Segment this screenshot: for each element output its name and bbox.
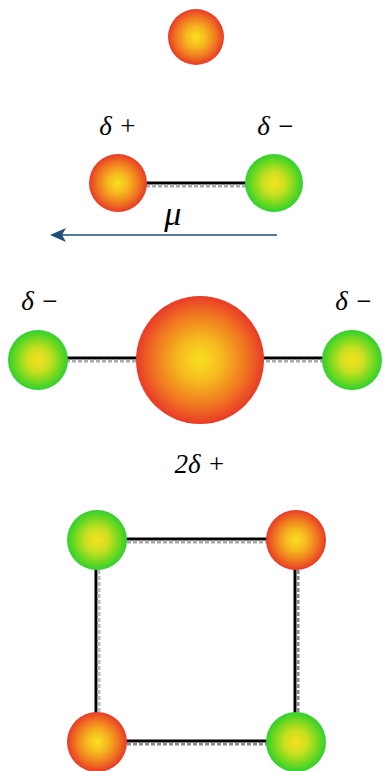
atom [89,154,147,212]
atom [322,330,382,390]
partial-charge: 2δ + [174,451,225,478]
partial-charge: δ − [335,288,373,315]
atom [8,330,68,390]
atom [67,510,127,570]
atom [266,712,326,771]
dipole-arrow [50,228,277,242]
partial-charge: δ − [257,113,295,140]
atom [136,296,264,424]
atom [245,154,303,212]
atom [67,712,127,771]
partial-charge: δ + [99,113,137,140]
dipole-symbol: μ⃗ [164,197,208,231]
bond [146,183,246,186]
partial-charge: δ − [21,288,59,315]
bond [96,539,298,744]
atom [168,9,224,65]
atom [266,510,326,570]
